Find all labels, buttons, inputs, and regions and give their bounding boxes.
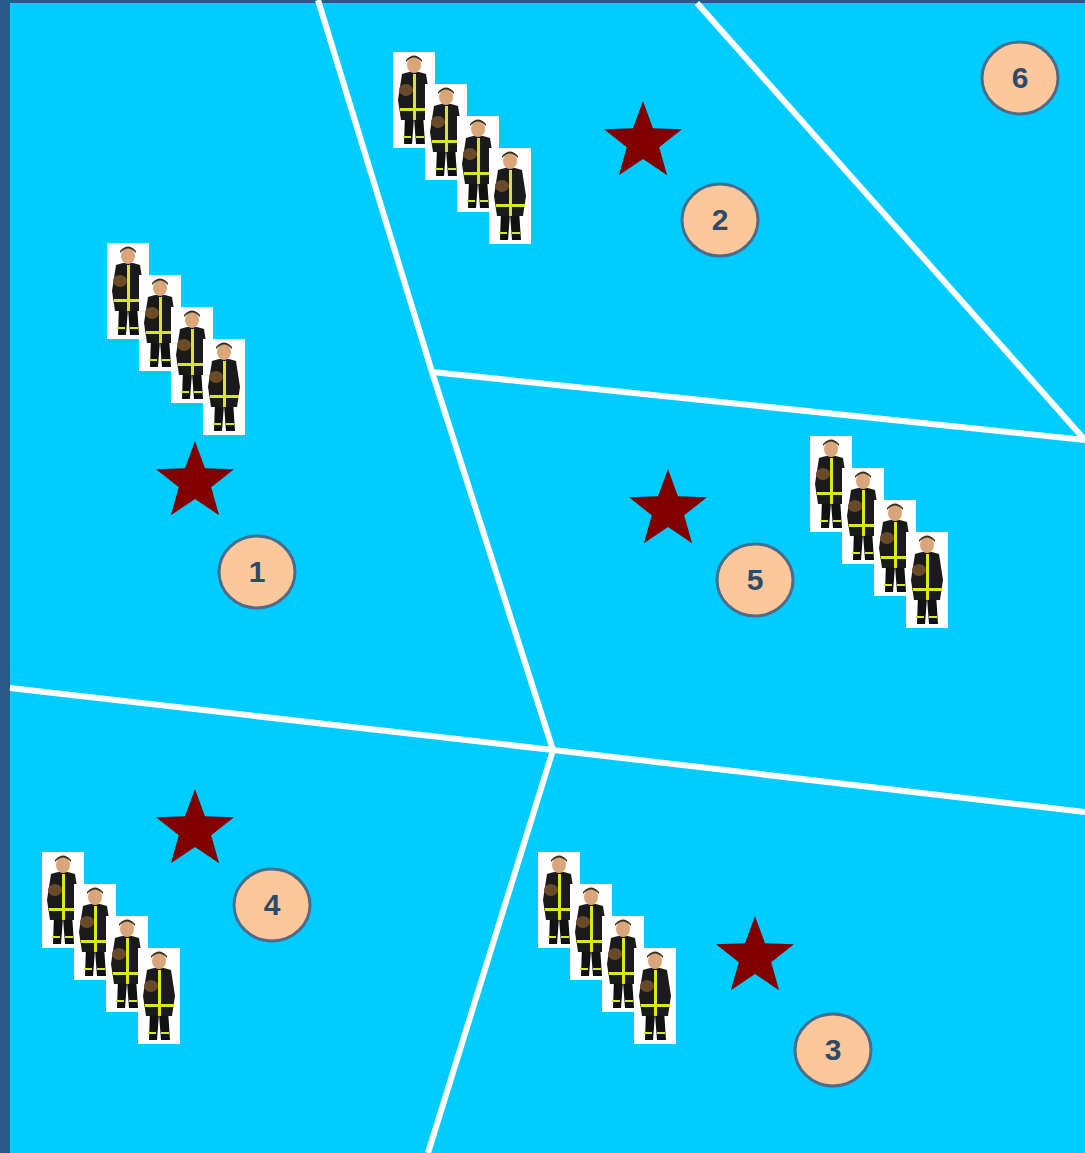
station-star xyxy=(629,469,707,543)
region-number: 4 xyxy=(232,867,312,943)
station-star xyxy=(716,916,794,990)
firefighter-group xyxy=(810,436,948,628)
firefighter-group xyxy=(538,852,676,1044)
callout-number: 3 xyxy=(825,1035,842,1065)
firefighter-icon xyxy=(138,948,180,1044)
station-star xyxy=(156,441,234,515)
callout-number: 5 xyxy=(747,565,764,595)
firefighter-group xyxy=(42,852,180,1044)
station-star xyxy=(604,101,682,175)
firefighter-icon xyxy=(203,339,245,435)
region-borders xyxy=(10,0,1085,1153)
region-number: 1 xyxy=(217,534,297,610)
firefighter-icon xyxy=(634,948,676,1044)
region-number: 5 xyxy=(715,542,795,618)
callout-number: 1 xyxy=(249,557,266,587)
station-stars xyxy=(156,101,794,990)
callout-number: 2 xyxy=(712,205,729,235)
firefighter-group xyxy=(107,243,245,435)
region-number: 6 xyxy=(980,40,1060,116)
firefighter-group xyxy=(393,52,531,244)
map-ground xyxy=(10,3,1085,1153)
region-number: 2 xyxy=(680,182,760,258)
region-number: 3 xyxy=(793,1012,873,1088)
firefighter-icon xyxy=(906,532,948,628)
callout-number: 6 xyxy=(1012,63,1029,93)
firefighter-icon xyxy=(489,148,531,244)
station-star xyxy=(156,789,234,863)
callout-number: 4 xyxy=(264,890,281,920)
firefighter-groups xyxy=(42,52,948,1044)
